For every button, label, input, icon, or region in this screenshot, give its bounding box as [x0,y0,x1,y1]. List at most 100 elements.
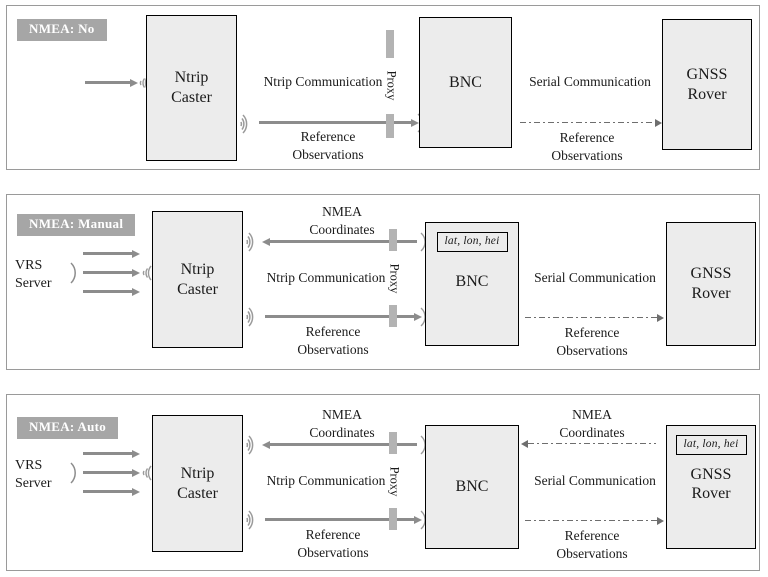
antenna-icon-caster-nmea-in [244,433,262,457]
label-nmea-coordinates-left-line1: NMEA [322,407,362,422]
proxy-barrier: Proxy [387,229,401,327]
arrow-vrs-stream-2 [83,471,133,474]
proxy-block-lower [386,114,394,138]
proxy-block-lower [389,508,397,530]
label-ref-obs-right-line1: Reference [564,528,620,543]
label-nmea-coordinates-left-line2: Coordinates [309,221,375,237]
label-nmea-coordinates-left-line1: NMEA [322,204,362,219]
antenna-icon-vrs-server [69,261,79,285]
arrow-reference-observations-right [525,317,657,318]
label-serial-communication: Serial Communication [534,270,656,285]
arrow-reference-observations-left-head [397,518,415,521]
node-vrs-server: VRS Server [15,257,71,293]
arrow-nmea-coordinates-left [269,443,417,446]
node-bnc: lat, lon, hei BNC [425,222,519,346]
proxy-label: Proxy [387,263,401,294]
arrow-reference-observations-left [259,121,394,124]
proxy-barrier: Proxy [387,432,401,530]
arrow-vrs-stream-1 [83,452,133,455]
node-gnss-rover-line1: GNSS [690,265,732,283]
panel-nmea-auto: NMEA: Auto VRS Server Ntrip [6,394,760,571]
arrow-reference-observations-left-head [394,121,412,124]
node-gnss-rover-line1: GNSS [686,65,728,83]
label-reference-observations-right: Reference Observations [517,129,657,164]
label-nmea-coordinates-right: NMEA Coordinates [522,406,662,441]
label-ref-obs-right-line2: Observations [551,147,623,163]
badge-nmea-mode: NMEA: No [17,19,107,41]
node-gnss-rover: GNSS Rover [666,222,756,346]
label-ntrip-communication: Ntrip Communication [266,270,386,285]
label-serial-communication: Serial Communication [534,473,656,488]
node-vrs-server-line1: VRS [15,458,43,473]
node-ntrip-caster-line1: Ntrip [180,260,215,278]
node-vrs-server-line1: VRS [15,258,43,273]
label-nmea-coordinates-right-line2: Coordinates [559,424,625,440]
arrow-reference-observations-left [265,315,397,318]
label-ref-obs-left-line2: Observations [297,544,369,560]
arrow-reference-observations-left [265,518,397,521]
badge-nmea-mode: NMEA: Manual [17,214,136,236]
label-ntrip-communication: Ntrip Communication [266,473,386,488]
label-ref-obs-right-line2: Observations [556,342,628,358]
proxy-label: Proxy [387,466,401,497]
arrow-vrs-stream-2 [83,271,133,274]
node-ntrip-caster-line2: Caster [171,89,212,106]
label-ref-obs-left-line2: Observations [297,341,369,357]
label-reference-observations-left: Reference Observations [263,323,403,358]
antenna-icon-caster-out [244,305,262,329]
label-ref-obs-left-line2: Observations [292,146,364,162]
label-ntrip-communication: Ntrip Communication [263,74,383,89]
rover-coordinates-box: lat, lon, hei [675,435,747,455]
arrow-vrs-stream-1 [83,252,133,255]
proxy-label: Proxy [384,70,398,101]
label-reference-observations-left: Reference Observations [258,128,398,163]
proxy-block-lower [389,305,397,327]
arrow-nmea-coordinates-right [528,443,656,444]
node-bnc: BNC [419,17,512,148]
arrow-reference-observations-right [520,122,655,123]
node-gnss-rover: lat, lon, hei GNSS Rover [666,425,756,549]
node-vrs-server-line2: Server [15,276,52,292]
node-ntrip-caster-line2: Caster [177,280,218,298]
proxy-block-upper [389,229,397,251]
label-ref-obs-left-line1: Reference [305,527,361,542]
label-nmea-coordinates-left-line2: Coordinates [309,424,375,440]
arrow-reference-observations-right [525,520,657,521]
proxy-barrier: Proxy [384,30,398,138]
node-gnss-rover: GNSS Rover [662,19,752,150]
node-bnc: BNC [425,425,519,549]
node-bnc-label: BNC [455,478,489,496]
antenna-icon-caster-nmea-in [244,230,262,254]
node-gnss-rover-line2: Rover [691,285,731,302]
node-bnc-label: BNC [455,272,489,290]
antenna-icon-caster-out [238,112,256,136]
antenna-icon-caster-in [138,462,154,484]
label-ref-obs-right-line1: Reference [559,130,615,145]
arrow-nmea-coordinates-left [269,240,417,243]
node-gnss-rover-line1: GNSS [690,465,732,483]
node-ntrip-caster-line1: Ntrip [180,464,215,482]
node-ntrip-caster-line1: Ntrip [174,69,209,87]
panel-nmea-no: NMEA: No Ntrip Caster [6,5,760,170]
node-gnss-rover-line2: Rover [687,85,727,103]
node-vrs-server: VRS Server [15,457,71,493]
label-ref-obs-right-line2: Observations [556,545,628,561]
proxy-block-upper [386,30,394,58]
bnc-coordinates-box: lat, lon, hei [436,232,508,252]
node-ntrip-caster: Ntrip Caster [152,415,243,552]
node-ntrip-caster: Ntrip Caster [146,15,237,161]
label-reference-observations-left: Reference Observations [263,526,403,561]
node-vrs-server-line2: Server [15,476,52,492]
antenna-icon-vrs-server [69,461,79,485]
label-nmea-coordinates-left: NMEA Coordinates [269,203,415,238]
arrow-vrs-stream-3 [83,490,133,493]
arrow-reference-observations-left-head [397,315,415,318]
node-gnss-rover-line2: Rover [691,485,731,503]
label-ref-obs-left-line1: Reference [300,129,356,144]
label-serial-communication: Serial Communication [529,74,651,89]
label-nmea-coordinates-left: NMEA Coordinates [269,406,415,441]
antenna-icon-caster-in [138,262,154,284]
node-ntrip-caster: Ntrip Caster [152,211,243,348]
label-nmea-coordinates-right-line1: NMEA [572,407,612,422]
